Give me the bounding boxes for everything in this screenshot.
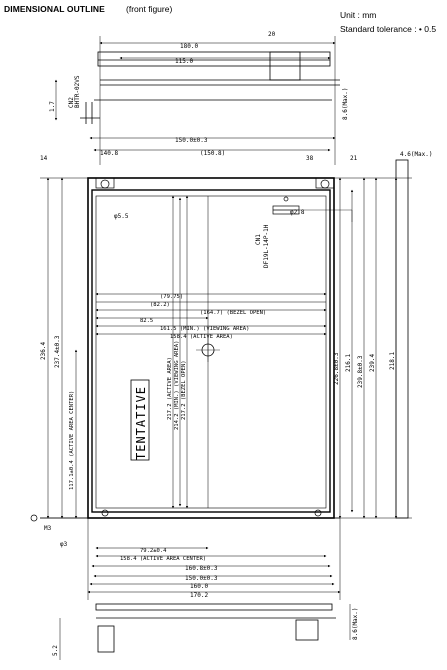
label-phi-5-5: φ5.5	[114, 213, 129, 220]
unit-label: Unit : mm	[340, 10, 377, 20]
dim-bottom-160: 160.0	[190, 583, 208, 590]
dim-right-239-8: 239.8±0.3	[357, 355, 364, 388]
page-title: DIMENSIONAL OUTLINE	[4, 4, 105, 14]
dim-bottom-150: 150.0±0.3	[185, 575, 218, 582]
dim-79-75: (79.75)	[160, 294, 183, 300]
dim-bottom-158-4: 158.4 (ACTIVE AREA CENTER)	[120, 556, 206, 562]
module-outline	[87, 177, 335, 519]
dim-viewing-area-h: 161.5 (MIN.) (VIEWING AREA)	[160, 326, 249, 332]
mounting-hole-top-right	[320, 179, 330, 189]
dim-top-140: 140.8	[100, 150, 118, 157]
label-14: 14	[40, 155, 48, 162]
inner-vertical-dims	[171, 195, 189, 509]
dim-right-thickness: 8.6(Max.)	[342, 87, 349, 120]
dim-viewing-area-v: 214.2 (MIN.) (VIEWING AREA)	[174, 341, 180, 430]
dim-left-236: 236.4	[40, 342, 47, 360]
label-phi-2-8: φ2.8	[290, 209, 305, 216]
header: DIMENSIONAL OUTLINE (front figure) Unit …	[0, 0, 447, 40]
dim-active-area-v: 217.2 (ACTIVE AREA)	[167, 357, 173, 420]
label-m3: M3	[44, 525, 52, 532]
dim-right-239-4: 239.4	[369, 354, 376, 372]
label-21: 21	[350, 155, 358, 162]
top-section	[80, 51, 340, 124]
bottom-dimension-lines	[40, 517, 341, 600]
tolerance-label: Standard tolerance : • 0.5	[340, 24, 437, 34]
mounting-hole-top-left	[100, 179, 110, 189]
dim-left-1-7: 1.7	[49, 101, 56, 112]
inner-horizontal-dims	[95, 292, 327, 336]
dim-82-5: 82.5	[140, 318, 153, 324]
dim-active-area-h: 158.4 (ACTIVE AREA)	[170, 334, 233, 340]
page-subtitle: (front figure)	[126, 4, 173, 14]
label-4-6-max: 4.6(Max.)	[400, 151, 433, 158]
dim-bottom-79-2: 79.2±0.4	[140, 548, 167, 554]
datum-marker-icon	[30, 514, 38, 522]
label-phi-3: φ3	[60, 541, 68, 548]
dim-right-218: 218.1	[389, 352, 396, 370]
dim-bottom-160-8: 160.8±0.3	[185, 565, 218, 572]
bottom-side-view	[59, 603, 351, 660]
left-dimension-lines	[40, 79, 92, 519]
dim-right-226: 226.8±0.3	[333, 352, 340, 385]
tentative-text: TENTATIVE	[134, 386, 148, 460]
mounting-holes	[95, 177, 335, 517]
dim-82-2: (82.2)	[150, 302, 170, 308]
mounting-hole-bottom-right	[314, 509, 322, 517]
dim-bottom-side-5-2: 5.2	[52, 645, 59, 656]
mounting-hole-bottom-left	[101, 509, 109, 517]
tentative-stamp: TENTATIVE	[130, 379, 150, 461]
dim-top-150-8: (150.8)	[200, 150, 225, 157]
dim-top-width: 180.0	[180, 43, 198, 50]
label-38: 38	[306, 155, 314, 162]
label-20: 20	[268, 31, 276, 38]
connector-cn2-part: BHTR-02VS	[74, 75, 81, 108]
dim-bottom-170: 170.2	[190, 592, 208, 599]
right-dimension-lines	[334, 159, 412, 519]
connector-cn1-part: DF19L-14P-1H	[263, 224, 270, 268]
dim-top-115: 115.0	[175, 58, 193, 65]
dim-bottom-side-thickness: 8.6(Max.)	[352, 607, 359, 640]
top-dimension-lines	[89, 36, 336, 165]
dim-bezel-open-h: (164.7) (BEZEL OPEN)	[200, 310, 266, 316]
dim-top-150: 150.0±0.3	[175, 137, 208, 144]
connector-cn1-label: CN1	[255, 234, 262, 245]
dim-right-216: 216.1	[345, 354, 352, 372]
dim-bezel-open-v: 217.2 (BEZEL OPEN)	[181, 360, 187, 420]
connector-cn2-label: CN2	[68, 97, 75, 108]
dim-left-117: 117.1±0.4 (ACTIVE AREA CENTER)	[69, 391, 75, 490]
dim-left-237: 237.4±0.3	[54, 335, 61, 368]
